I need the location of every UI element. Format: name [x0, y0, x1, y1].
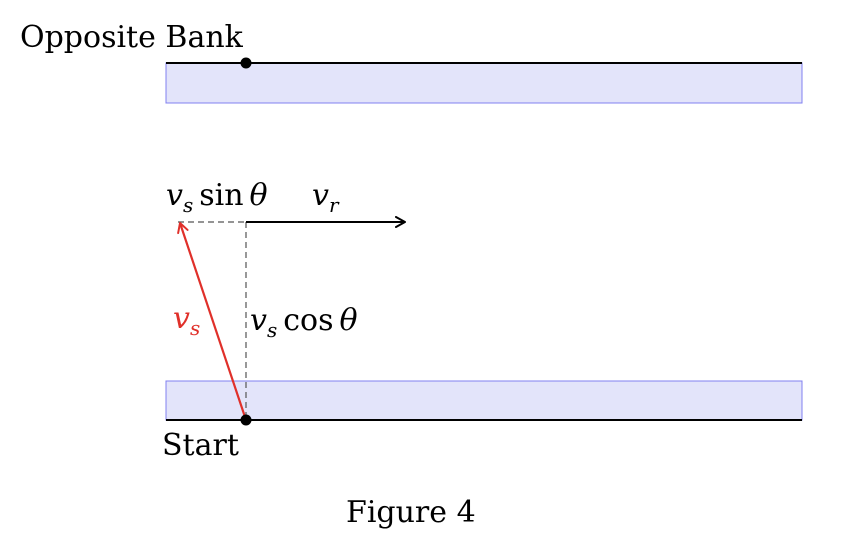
- vs-cos-v: v: [250, 303, 267, 338]
- vs-sin-v: v: [166, 178, 183, 213]
- vs-sin-func: sin: [199, 178, 243, 213]
- opposite-bank-label: Opposite Bank: [20, 20, 244, 55]
- vs-label: vs: [173, 301, 200, 340]
- start-label: Start: [162, 428, 239, 463]
- opposite-bank-strip: [165, 62, 803, 104]
- vs-sub: s: [190, 316, 200, 340]
- vs-v: v: [173, 301, 190, 336]
- start-bank-strip: [165, 380, 803, 421]
- figure-caption: Figure 4: [346, 495, 476, 530]
- vr-sub: r: [329, 193, 340, 217]
- vs-sin-sub: s: [183, 193, 193, 217]
- vs-cos-sub: s: [267, 318, 277, 342]
- vs-cos-theta: θ: [339, 303, 357, 338]
- vs-cos-func: cos: [283, 303, 333, 338]
- vr-v: v: [312, 178, 329, 213]
- swimmer-velocity-arrow: [177, 222, 248, 421]
- vs-sin-theta: θ: [250, 178, 268, 213]
- opposite-bank-point: [240, 57, 252, 69]
- vr-label: vr: [312, 178, 340, 217]
- start-point: [240, 414, 252, 426]
